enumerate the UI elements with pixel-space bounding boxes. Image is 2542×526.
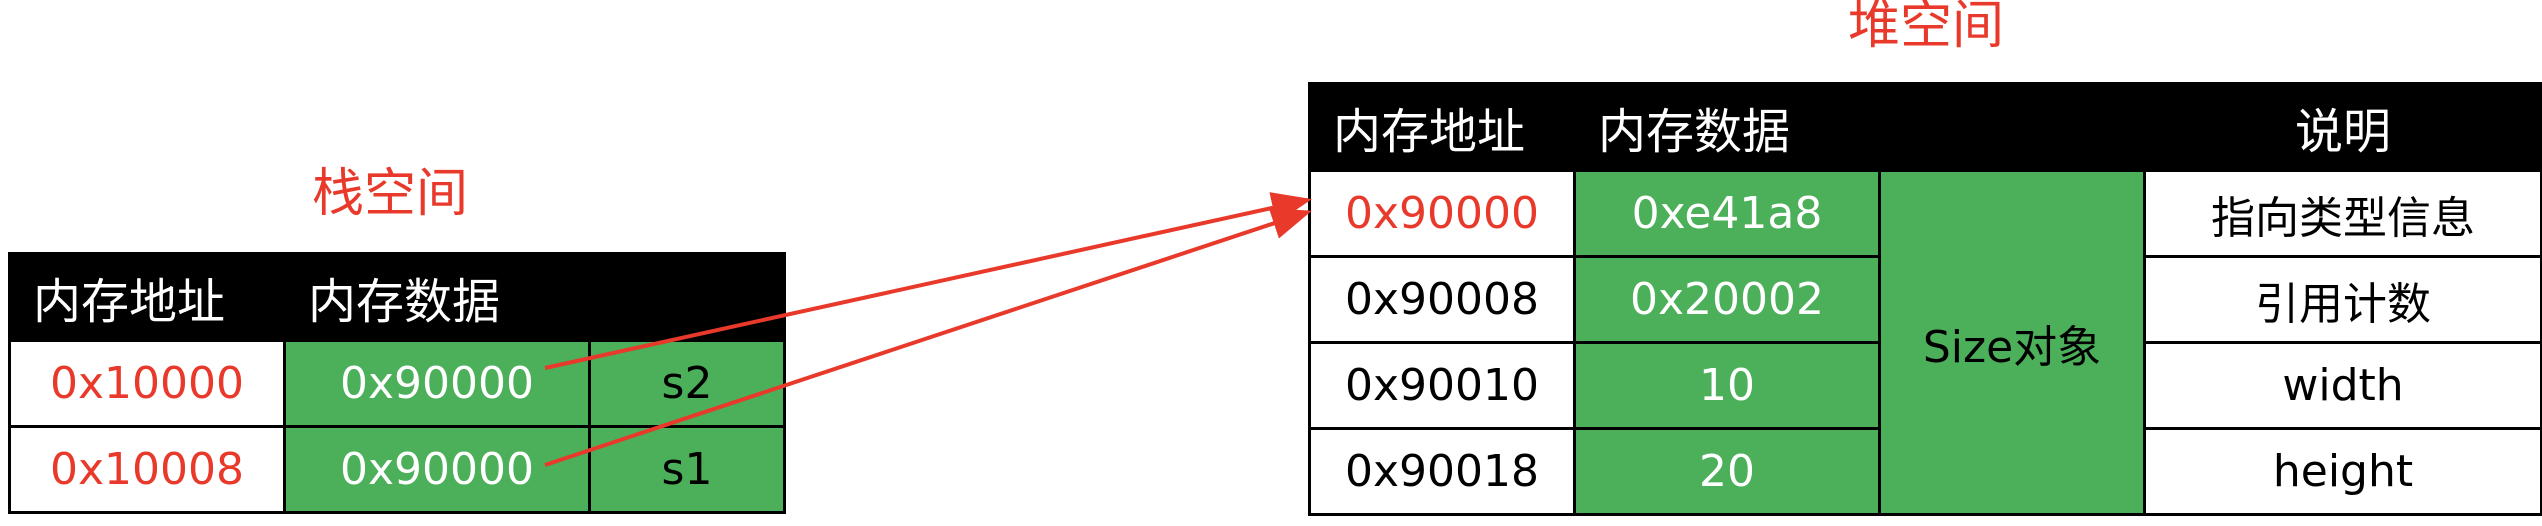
heap-address-cell: 0x90018 — [1308, 427, 1576, 516]
stack-address-cell: 0x10008 — [8, 425, 286, 514]
pointer-arrow-s1 — [544, 208, 1312, 467]
heap-header-row: 内存地址 内存数据 说明 — [1308, 82, 2542, 172]
heap-description-cell: 指向类型信息 — [2143, 169, 2542, 258]
heap-table: 内存地址 内存数据 说明 0x90000 0xe41a8 Size对象 指向类型… — [1308, 82, 2542, 516]
heap-description-cell: width — [2143, 341, 2542, 430]
heap-description-cell: 引用计数 — [2143, 255, 2542, 344]
heap-row: 0x90010 10 width — [1308, 341, 2542, 430]
heap-header-description: 说明 — [2143, 82, 2542, 172]
heap-header-address: 内存地址 — [1308, 82, 1576, 172]
stack-data-cell: 0x90000 — [283, 339, 591, 428]
stack-variable-cell: s2 — [588, 339, 786, 428]
stack-data-cell: 0x90000 — [283, 425, 591, 514]
heap-description-cell: height — [2143, 427, 2542, 516]
stack-title: 栈空间 — [312, 164, 469, 224]
stack-address-cell: 0x10000 — [8, 339, 286, 428]
stack-row: 0x10000 0x90000 s2 — [8, 339, 786, 428]
heap-data-cell: 10 — [1573, 341, 1881, 430]
heap-data-cell: 0xe41a8 — [1573, 169, 1881, 258]
heap-data-cell: 0x20002 — [1573, 255, 1881, 344]
stack-header-address: 内存地址 — [8, 252, 286, 342]
heap-header-object — [1878, 82, 2146, 172]
heap-object-label: Size对象 — [1878, 169, 2146, 516]
heap-header-data: 内存数据 — [1573, 82, 1881, 172]
heap-row: 0x90018 20 height — [1308, 427, 2542, 516]
stack-row: 0x10008 0x90000 s1 — [8, 425, 786, 514]
stack-header-extra — [588, 252, 786, 342]
pointer-arrow-s2 — [544, 192, 1312, 370]
heap-address-cell: 0x90010 — [1308, 341, 1576, 430]
heap-data-cell: 20 — [1573, 427, 1881, 516]
stack-header-row: 内存地址 内存数据 — [8, 252, 786, 342]
heap-row: 0x90008 0x20002 引用计数 — [1308, 255, 2542, 344]
heap-address-cell: 0x90008 — [1308, 255, 1576, 344]
stack-table: 内存地址 内存数据 0x10000 0x90000 s2 0x10008 0x9… — [8, 252, 786, 514]
stack-header-data: 内存数据 — [283, 252, 591, 342]
heap-row: 0x90000 0xe41a8 Size对象 指向类型信息 — [1308, 169, 2542, 516]
heap-title: 堆空间 — [1848, 0, 2005, 56]
